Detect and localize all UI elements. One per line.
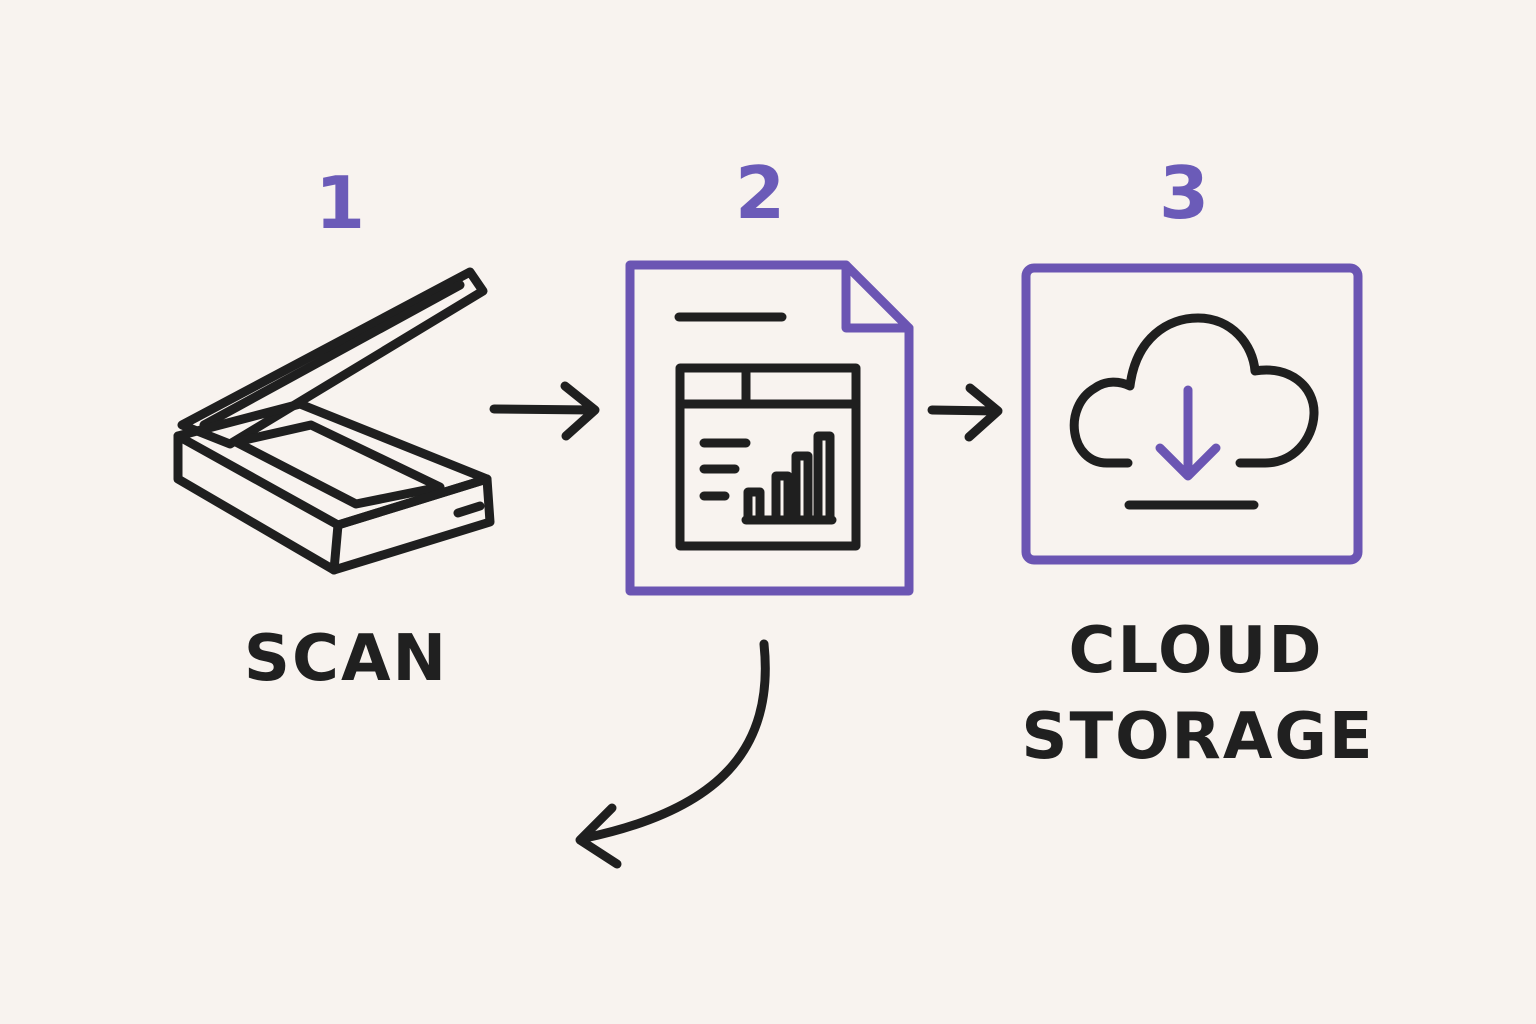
curved-arrow-icon <box>575 639 770 869</box>
step-1-number: 1 <box>315 161 365 245</box>
cloud-box-outline <box>1021 263 1363 565</box>
scanner-lid-inner <box>199 280 465 430</box>
scanner-body-side <box>329 474 495 575</box>
document-outline <box>625 260 914 596</box>
bar-chart-icon <box>741 431 837 525</box>
scanner-glass <box>231 420 445 509</box>
document-table <box>675 363 861 551</box>
document-text-lines <box>699 438 751 501</box>
step-3-label-line-2: STORAGE <box>1021 700 1374 774</box>
scanner-lid <box>177 267 488 449</box>
document-report-icon <box>625 260 914 596</box>
arrow-document-to-cloud <box>927 383 1003 442</box>
cloud-shape <box>1069 313 1319 468</box>
scanner-button <box>453 501 485 518</box>
scanner-body-front <box>173 431 343 575</box>
document-fold <box>841 260 914 333</box>
scanner-icon <box>173 267 495 575</box>
arrow-scan-to-document <box>489 381 600 441</box>
cloud-download-icon <box>1021 263 1363 565</box>
step-3-number: 3 <box>1159 151 1209 235</box>
step-3-label-line-1: CLOUD <box>1069 614 1324 688</box>
step-1-label: SCAN <box>244 622 448 696</box>
step-2-number: 2 <box>735 151 785 235</box>
